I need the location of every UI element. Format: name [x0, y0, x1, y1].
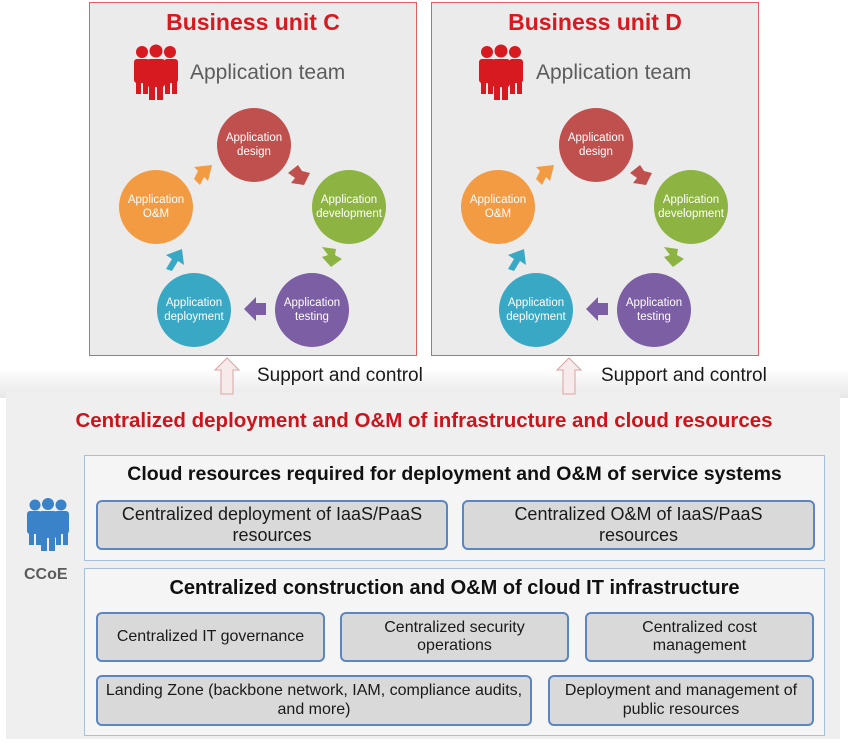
centralized-deployment-box: Centralized deployment of IaaS/PaaS reso… — [96, 500, 448, 550]
arrow-testing-to-deployment-icon — [586, 297, 608, 321]
om-node-line1: Application — [470, 194, 526, 206]
development-node-line1: Application — [663, 194, 719, 206]
ccoe-main-title: Centralized deployment and O&M of infras… — [75, 409, 773, 432]
design-node-line2: design — [579, 146, 613, 158]
testing-node-line1: Application — [284, 297, 340, 309]
public-resources-box: Deployment and management of public reso… — [548, 675, 814, 726]
centralized-om-box: Centralized O&M of IaaS/PaaS resources — [462, 500, 815, 550]
arrow-om-to-design-icon — [536, 165, 554, 185]
lifecycle-cycle: Application design Application developme… — [461, 108, 728, 347]
people-icon — [27, 498, 69, 551]
design-node-line1: Application — [568, 132, 624, 144]
support-arrow-right-icon — [556, 357, 582, 395]
it-governance-box: Centralized IT governance — [96, 612, 325, 662]
section-title: Cloud resources required for deployment … — [127, 463, 782, 485]
deployment-node-line1: Application — [508, 297, 564, 309]
testing-node: Application testing — [275, 273, 349, 347]
support-and-control-label: Support and control — [257, 365, 423, 386]
people-icon — [134, 44, 178, 100]
arrow-design-to-development-icon — [630, 165, 652, 185]
testing-node: Application testing — [617, 273, 691, 347]
team-label: Application team — [190, 61, 346, 84]
om-node-line2: O&M — [143, 208, 169, 220]
development-node: Application development — [654, 170, 728, 244]
development-node-line1: Application — [321, 194, 377, 206]
ccoe-label: CCoE — [24, 566, 68, 583]
cost-management-box: Centralized cost management — [585, 612, 814, 662]
people-icon — [479, 44, 523, 100]
om-node-line2: O&M — [485, 208, 511, 220]
business-unit-d-panel: Business unit D Application team Applica… — [431, 2, 759, 356]
design-node-line2: design — [237, 146, 271, 158]
arrow-deployment-to-om-icon — [166, 249, 184, 271]
deployment-node: Application deployment — [157, 273, 231, 347]
security-operations-box: Centralized security operations — [340, 612, 569, 662]
deployment-node-line2: deployment — [164, 311, 224, 323]
design-node: Application design — [559, 108, 633, 182]
support-and-control-label: Support and control — [601, 365, 767, 386]
deployment-node-line1: Application — [166, 297, 222, 309]
development-node-line2: development — [658, 208, 725, 220]
development-node: Application development — [312, 170, 386, 244]
arrow-om-to-design-icon — [194, 165, 212, 185]
om-node: Application O&M — [461, 170, 535, 244]
design-node-line1: Application — [226, 132, 282, 144]
development-node-line2: development — [316, 208, 383, 220]
lifecycle-cycle: Application design Application developme… — [119, 108, 386, 347]
business-unit-c-panel: Business unit C Application team Applica… — [89, 2, 417, 356]
unit-title: Business unit D — [508, 9, 682, 35]
team-label: Application team — [536, 61, 692, 84]
infrastructure-section: Centralized construction and O&M of clou… — [84, 568, 825, 736]
deployment-node: Application deployment — [499, 273, 573, 347]
arrow-development-to-testing-icon — [664, 247, 684, 267]
arrow-deployment-to-om-icon — [508, 249, 526, 271]
design-node: Application design — [217, 108, 291, 182]
testing-node-line1: Application — [626, 297, 682, 309]
cloud-resources-section: Cloud resources required for deployment … — [84, 455, 825, 561]
arrow-testing-to-deployment-icon — [244, 297, 266, 321]
om-node-line1: Application — [128, 194, 184, 206]
testing-node-line2: testing — [637, 311, 671, 323]
support-arrow-left-icon — [214, 357, 240, 395]
testing-node-line2: testing — [295, 311, 329, 323]
om-node: Application O&M — [119, 170, 193, 244]
landing-zone-box: Landing Zone (backbone network, IAM, com… — [96, 675, 532, 726]
unit-title: Business unit C — [166, 9, 340, 35]
section-title: Centralized construction and O&M of clou… — [169, 577, 740, 599]
arrow-development-to-testing-icon — [322, 247, 342, 267]
arrow-design-to-development-icon — [288, 165, 310, 185]
deployment-node-line2: deployment — [506, 311, 566, 323]
